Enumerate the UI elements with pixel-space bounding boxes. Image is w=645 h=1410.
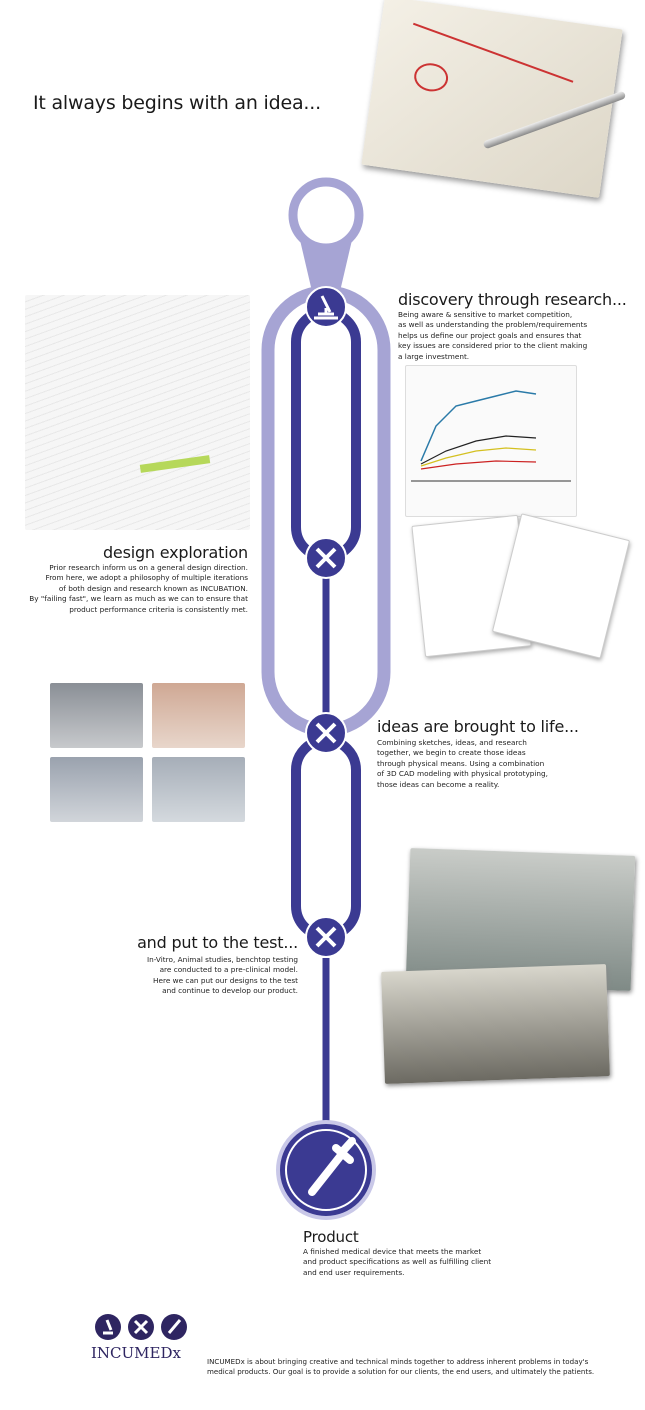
step-body-testing: In-Vitro, Animal studies, benchtop testi… xyxy=(146,955,298,996)
lab-photo xyxy=(381,964,610,1084)
cross-tools-icon xyxy=(305,537,347,579)
cross-tools-icon xyxy=(305,916,347,958)
step-body-product: A finished medical device that meets the… xyxy=(303,1247,492,1277)
idea-bulb-ring xyxy=(288,177,364,253)
step-title-testing: and put to the test... xyxy=(137,933,298,952)
step-title-design: design exploration xyxy=(102,543,248,562)
design-sketches-image xyxy=(25,295,250,530)
intro-title: It always begins with an idea... xyxy=(33,92,321,114)
step-title-product: Product xyxy=(303,1228,359,1246)
cross-tools-icon xyxy=(305,712,347,754)
prototype-photo xyxy=(152,683,245,748)
incumedx-logo-text: INCUMEDx xyxy=(91,1344,181,1362)
prototype-photo xyxy=(152,757,245,822)
step-title-prototype: ideas are brought to life... xyxy=(377,717,579,736)
step-body-research: Being aware & sensitive to market compet… xyxy=(398,310,588,361)
funnel-shape xyxy=(300,240,352,300)
step-body-design: Prior research inform us on a general de… xyxy=(29,563,248,614)
microscope-icon xyxy=(305,286,347,328)
research-chart-image xyxy=(405,365,577,517)
incumedx-logo-icons xyxy=(93,1312,189,1342)
footer-description: INCUMEDx is about bringing creative and … xyxy=(207,1357,595,1377)
research-loop xyxy=(291,307,361,562)
step-title-research: discovery through research... xyxy=(398,290,627,309)
prototype-photo xyxy=(50,757,143,822)
step-body-prototype: Combining sketches, ideas, and research … xyxy=(377,738,548,789)
syringe-icon xyxy=(276,1120,376,1220)
prototype-loop xyxy=(291,735,361,941)
prototype-photo xyxy=(50,683,143,748)
